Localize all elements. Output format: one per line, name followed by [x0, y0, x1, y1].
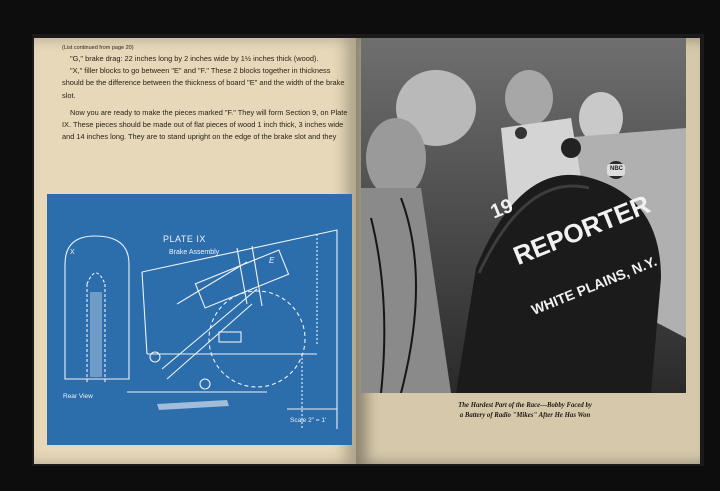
photo-illustration	[361, 38, 686, 393]
caption-line-1: The Hardest Part of the Race—Bobby Faced…	[458, 402, 592, 409]
plate-subtitle: Brake Assembly	[169, 249, 220, 256]
car-body	[456, 174, 661, 393]
paragraph-pieces-f: Now you are ready to make the pieces mar…	[62, 107, 348, 142]
brake-assembly-drawing	[64, 229, 338, 429]
rear-view-label: Rear View	[63, 393, 93, 400]
paragraph-brake-drag: "G," brake drag: 22 inches long by 2 inc…	[70, 54, 319, 63]
mic-badge: NBC	[610, 166, 623, 172]
rear-view-outline	[64, 235, 130, 380]
wheel-outline	[208, 290, 306, 388]
marker-e: E	[269, 256, 275, 265]
race-photo: 19 REPORTER WHITE PLAINS, N.Y. NBC	[361, 38, 686, 393]
caption-line-2: a Battery of Radio "Mikes" After He Has …	[459, 412, 591, 419]
scale-label: Scale 2" = 1'	[290, 417, 327, 424]
photo-caption: The Hardest Part of the Race—Bobby Faced…	[370, 401, 680, 421]
marker-x: X	[70, 249, 75, 256]
frame-outline	[141, 229, 338, 429]
paragraph-filler-blocks: "X," filler blocks to go between "E" and…	[62, 66, 345, 100]
plate-title: PLATE IX	[163, 234, 206, 244]
left-page-text: (List continued from page 20) "G," brake…	[62, 44, 352, 143]
continued-note: (List continued from page 20)	[62, 45, 134, 51]
blueprint-plate-ix: PLATE IX Brake Assembly X E Rear View Sc…	[47, 194, 352, 445]
